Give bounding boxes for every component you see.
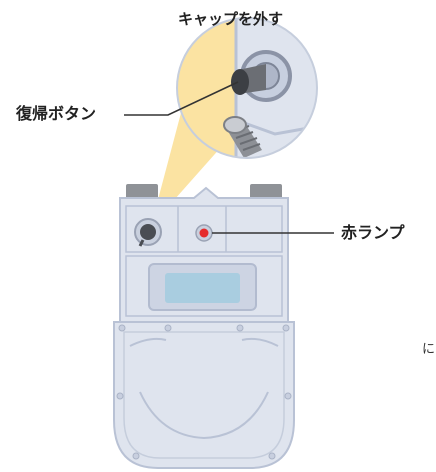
remove-cap-label: キャップを外す [178,10,284,28]
inlet-fitting [126,184,158,200]
cap-icon [223,116,262,158]
display-window [165,273,240,303]
red-lamp-label: 赤ランプ [341,223,405,242]
edge-text-fragment: に [422,342,436,357]
outlet-fitting [250,184,282,200]
red-lamp-icon [195,224,213,242]
reset-button-icon [134,218,162,247]
gas-meter [113,186,295,469]
leader-line-reset [124,81,239,116]
reset-button-label: 復帰ボタン [16,104,97,123]
